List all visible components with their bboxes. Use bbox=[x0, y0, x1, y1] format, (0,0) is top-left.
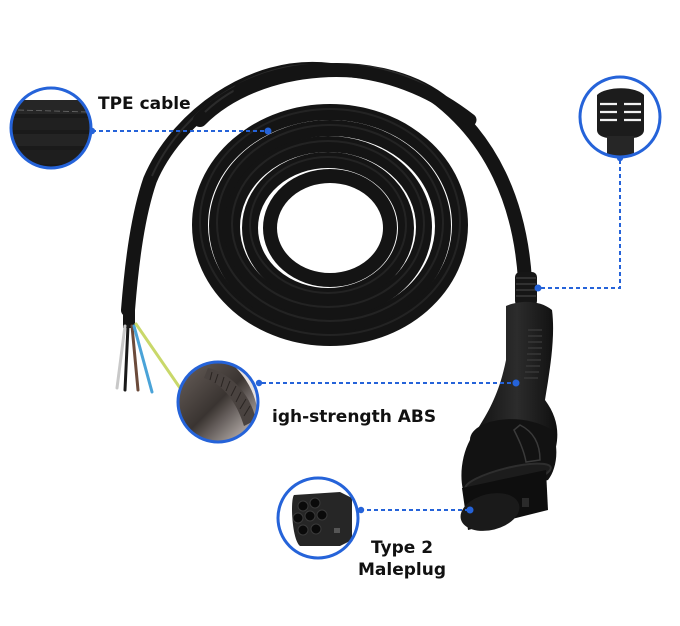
strain-relief bbox=[515, 272, 537, 306]
grip-texture-closeup-icon bbox=[178, 362, 258, 442]
abs-handle-label: igh-strength ABS bbox=[272, 407, 437, 427]
type2-plug-label-line2: Maleplug bbox=[357, 560, 446, 580]
wire-yellow-green bbox=[134, 322, 182, 390]
callout-type2-plug bbox=[276, 476, 360, 560]
callout-line-boot bbox=[538, 160, 621, 289]
plug-handle bbox=[460, 272, 558, 531]
wire-brown bbox=[130, 324, 140, 392]
tpe-cable-label: TPE cable bbox=[98, 94, 191, 114]
type2-plug-label: Type 2 Maleplug bbox=[352, 537, 452, 581]
cable-coil bbox=[121, 61, 532, 346]
wire-black bbox=[123, 324, 130, 392]
type2-plug-label-line1: Type 2 bbox=[370, 538, 434, 558]
strain-relief-boot-icon bbox=[580, 77, 660, 157]
callout-strain-relief bbox=[578, 75, 662, 159]
cable-closeup-icon bbox=[11, 88, 91, 168]
wire-grey bbox=[115, 324, 127, 390]
callout-tpe-cable bbox=[9, 86, 93, 170]
type2-connector-face-icon bbox=[278, 478, 358, 558]
wire-blue bbox=[132, 324, 154, 394]
callout-lines bbox=[92, 130, 621, 511]
callout-dots bbox=[88, 127, 624, 514]
callout-abs-handle bbox=[176, 360, 260, 444]
stripped-wires bbox=[115, 298, 182, 394]
